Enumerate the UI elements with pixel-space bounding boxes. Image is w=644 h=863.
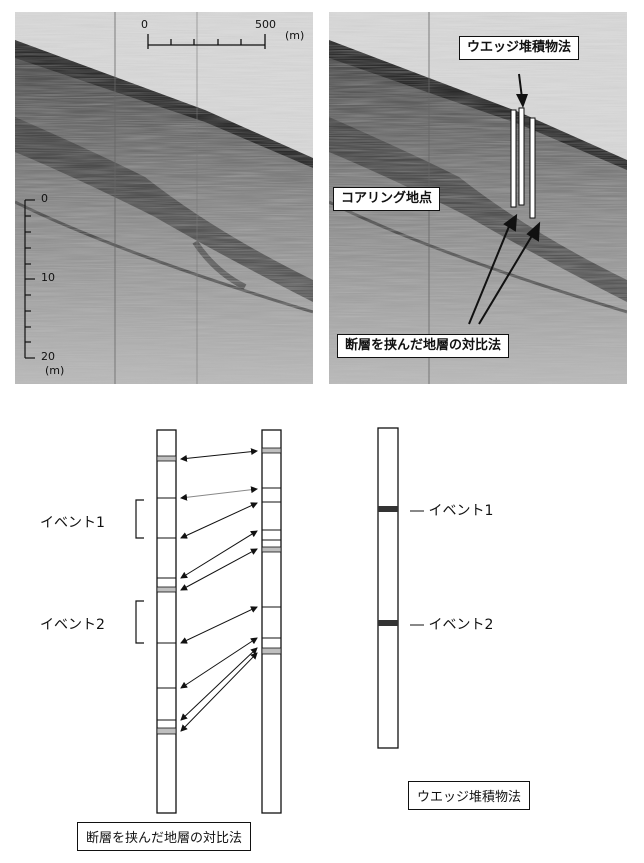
scale-start-label: 0 <box>141 18 148 31</box>
right-event-1-label: ― イベント1 <box>410 503 494 519</box>
scale-end-label: 500 <box>255 18 276 31</box>
core-column-left <box>156 429 177 814</box>
coring-site-label: コアリング地点 <box>333 187 441 211</box>
seismic-profile-right: ウエッジ堆積物法 コアリング地点 断層を挟んだ地層の対比法 <box>329 12 627 384</box>
depth-0-label: 0 <box>41 192 48 205</box>
scale-unit-label: (m) <box>285 29 305 42</box>
seismic-image-left <box>15 12 313 384</box>
core-column-right <box>377 427 399 749</box>
correlation-arrows <box>180 448 258 732</box>
right-event-2-label: ― イベント2 <box>410 617 494 633</box>
caption-wedge-method: ウエッジ堆積物法 <box>408 781 531 810</box>
event-1-label: イベント1 <box>40 515 105 531</box>
depth-unit-label: (m) <box>45 364 65 377</box>
horizontal-scale-bar <box>147 34 266 49</box>
caption-fault-correlation: 断層を挟んだ地層の対比法 <box>77 822 252 851</box>
event-brackets <box>135 499 144 644</box>
depth-scale-bar <box>24 199 35 359</box>
wedge-method-label: ウエッジ堆積物法 <box>459 36 580 60</box>
fault-correlation-arrows <box>468 213 541 325</box>
event-2-label: イベント2 <box>40 617 105 633</box>
core-column-middle <box>261 429 282 814</box>
depth-20-label: 20 <box>41 350 55 363</box>
coring-columns <box>510 107 536 219</box>
depth-10-label: 10 <box>41 271 55 284</box>
fault-correlation-label: 断層を挟んだ地層の対比法 <box>337 334 510 358</box>
wedge-arrow <box>516 73 528 108</box>
seismic-profile-left: 0 500 (m) 0 10 20 (m) <box>15 12 313 384</box>
seismic-image-right <box>329 12 627 384</box>
